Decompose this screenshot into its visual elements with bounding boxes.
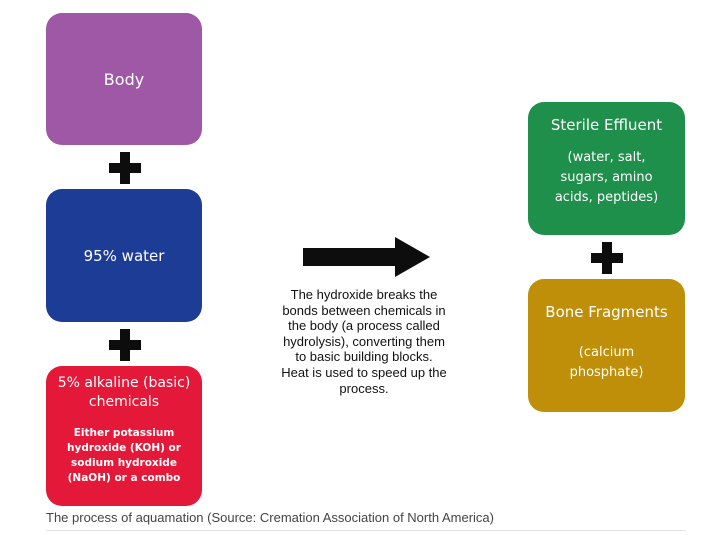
bone-fragments-detail: (calcium phosphate)	[569, 345, 644, 380]
bone-fragments-label: Bone Fragments	[545, 303, 668, 321]
plus-icon	[109, 329, 141, 361]
bone-fragments-box: Bone Fragments (calcium phosphate)	[528, 279, 685, 412]
right-arrow-icon	[303, 237, 430, 277]
alkaline-box: 5% alkaline (basic) chemicals Either pot…	[46, 366, 202, 506]
water-label: 95% water	[83, 246, 165, 265]
caption-divider	[46, 530, 686, 531]
alkaline-label: 5% alkaline (basic) chemicals	[57, 375, 191, 410]
figure-caption: The process of aquamation (Source: Crema…	[46, 510, 494, 525]
body-box: Body	[46, 13, 202, 145]
sterile-effluent-detail: (water, salt, sugars, amino acids, pepti…	[554, 150, 659, 205]
body-label: Body	[103, 69, 145, 89]
water-box: 95% water	[46, 189, 202, 322]
sterile-effluent-label: Sterile Effluent	[550, 116, 663, 134]
sterile-effluent-box: Sterile Effluent (water, salt, sugars, a…	[528, 102, 685, 235]
alkaline-detail: Either potassium hydroxide (KOH) or sodi…	[67, 427, 181, 484]
plus-icon	[591, 242, 623, 274]
process-description: The hydroxide breaks the bonds between c…	[281, 287, 447, 396]
plus-icon	[109, 152, 141, 184]
